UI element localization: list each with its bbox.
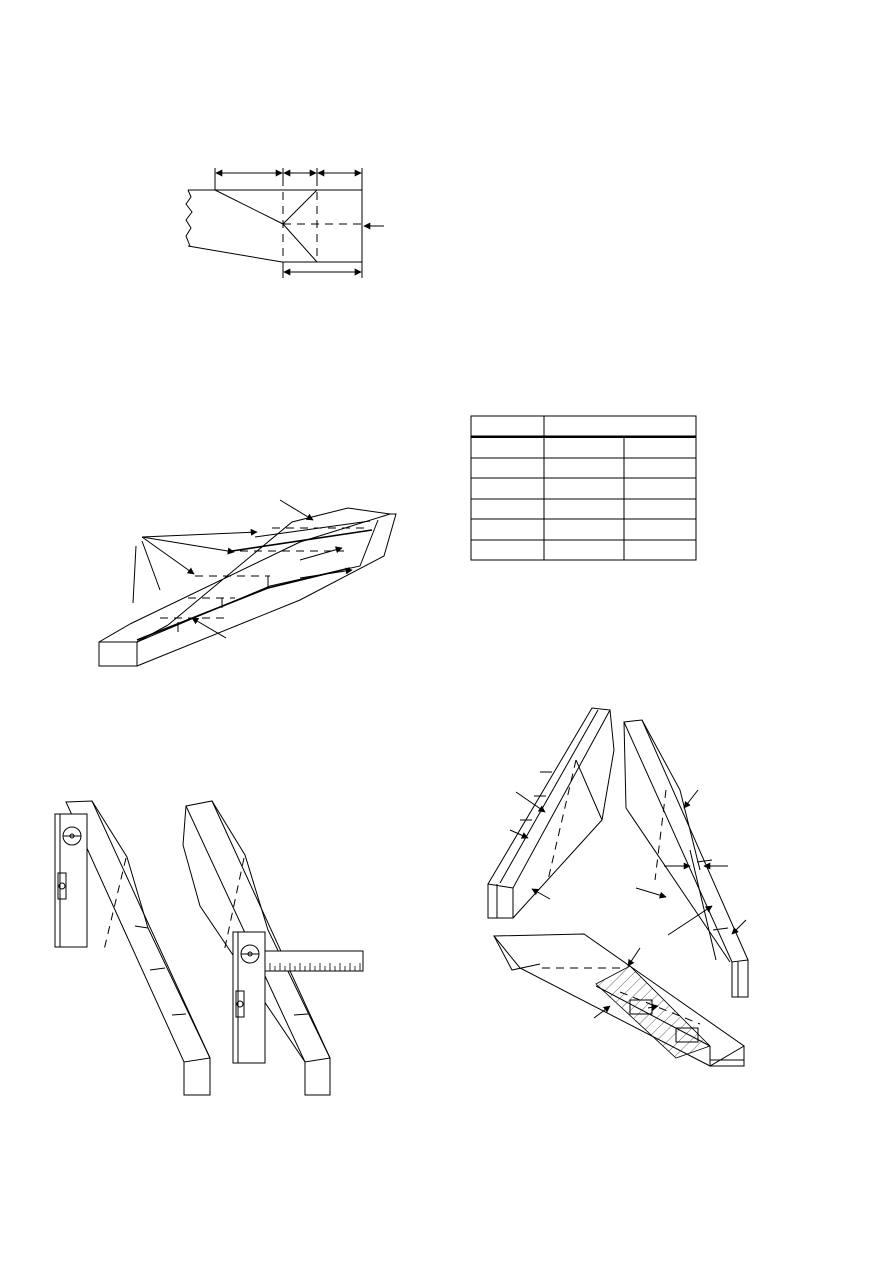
data-table: [470, 415, 697, 561]
scarf-joint-detail-figure: [185, 168, 384, 278]
hatched-scarf-area: [595, 965, 711, 1059]
steel-rule: [264, 950, 364, 972]
level-and-rule-check-figure: [54, 800, 364, 1096]
joint-layout-bar-figure: [98, 499, 397, 667]
three-view-joint-figure: [487, 707, 749, 1067]
